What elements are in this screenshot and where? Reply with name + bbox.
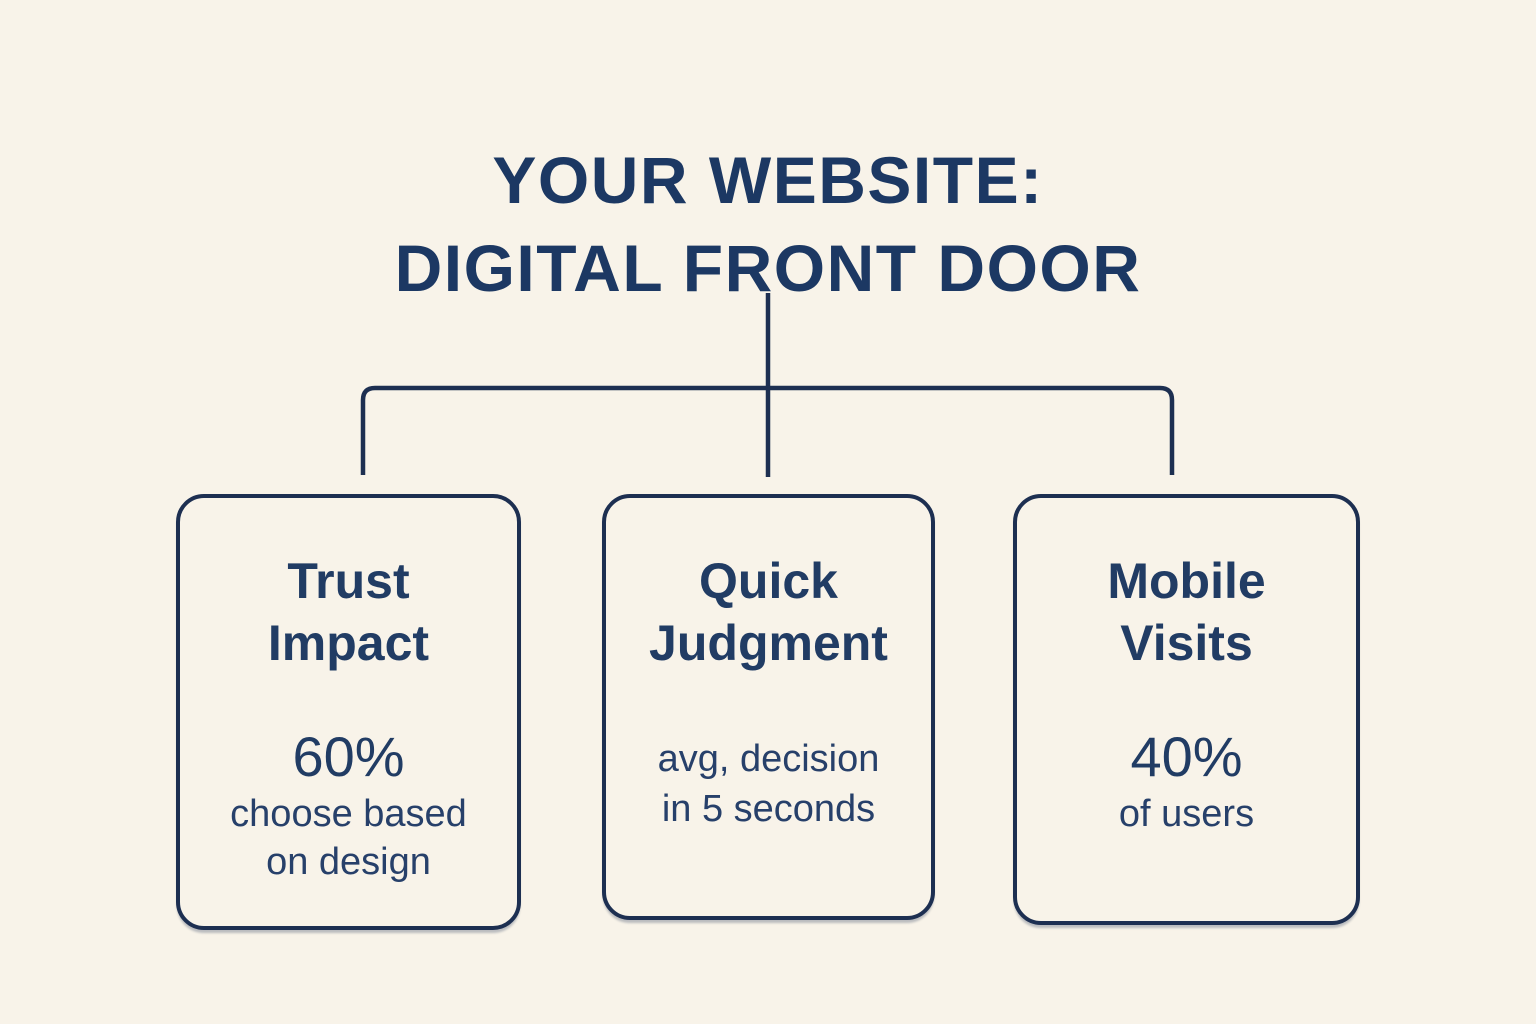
card-quick-judgment-description: avg, decision in 5 seconds: [606, 734, 931, 834]
card-trust-impact: Trust Impact 60% choose based on design: [176, 494, 521, 930]
page-title-line-2: DIGITAL FRONT DOOR: [394, 231, 1142, 306]
card-trust-impact-stat: 60%: [292, 725, 405, 788]
card-trust-impact-title: Trust Impact: [180, 550, 517, 674]
card-mobile-visits-title-line-2: Visits: [1120, 615, 1253, 671]
card-mobile-visits-description-line-1: of users: [1118, 793, 1255, 835]
card-trust-impact-description: choose based on design: [180, 790, 517, 886]
card-trust-impact-title-line-2: Impact: [267, 615, 430, 671]
card-mobile-visits-title: Mobile Visits: [1017, 550, 1356, 674]
card-quick-judgment: Quick Judgment avg, decision in 5 second…: [602, 494, 935, 920]
page-title: YOUR WEBSITE: DIGITAL FRONT DOOR: [0, 136, 1536, 312]
card-mobile-visits-stat: 40%: [1130, 725, 1243, 788]
card-mobile-visits-description: of users: [1017, 790, 1356, 838]
card-quick-judgment-description-line-2: in 5 seconds: [661, 788, 876, 830]
card-quick-judgment-title-line-1: Quick: [699, 553, 838, 609]
card-trust-impact-title-line-1: Trust: [287, 553, 410, 609]
card-quick-judgment-title-line-2: Judgment: [649, 615, 888, 671]
card-quick-judgment-description-line-1: avg, decision: [657, 738, 880, 780]
page-title-line-1: YOUR WEBSITE:: [492, 143, 1044, 218]
connector-branch-line: [360, 385, 1175, 475]
card-mobile-visits: Mobile Visits 40% of users: [1013, 494, 1360, 925]
card-trust-impact-description-line-1: choose based: [230, 793, 467, 835]
card-mobile-visits-title-line-1: Mobile: [1107, 553, 1266, 609]
card-trust-impact-description-line-2: on design: [266, 841, 431, 883]
card-quick-judgment-title: Quick Judgment: [606, 550, 931, 674]
